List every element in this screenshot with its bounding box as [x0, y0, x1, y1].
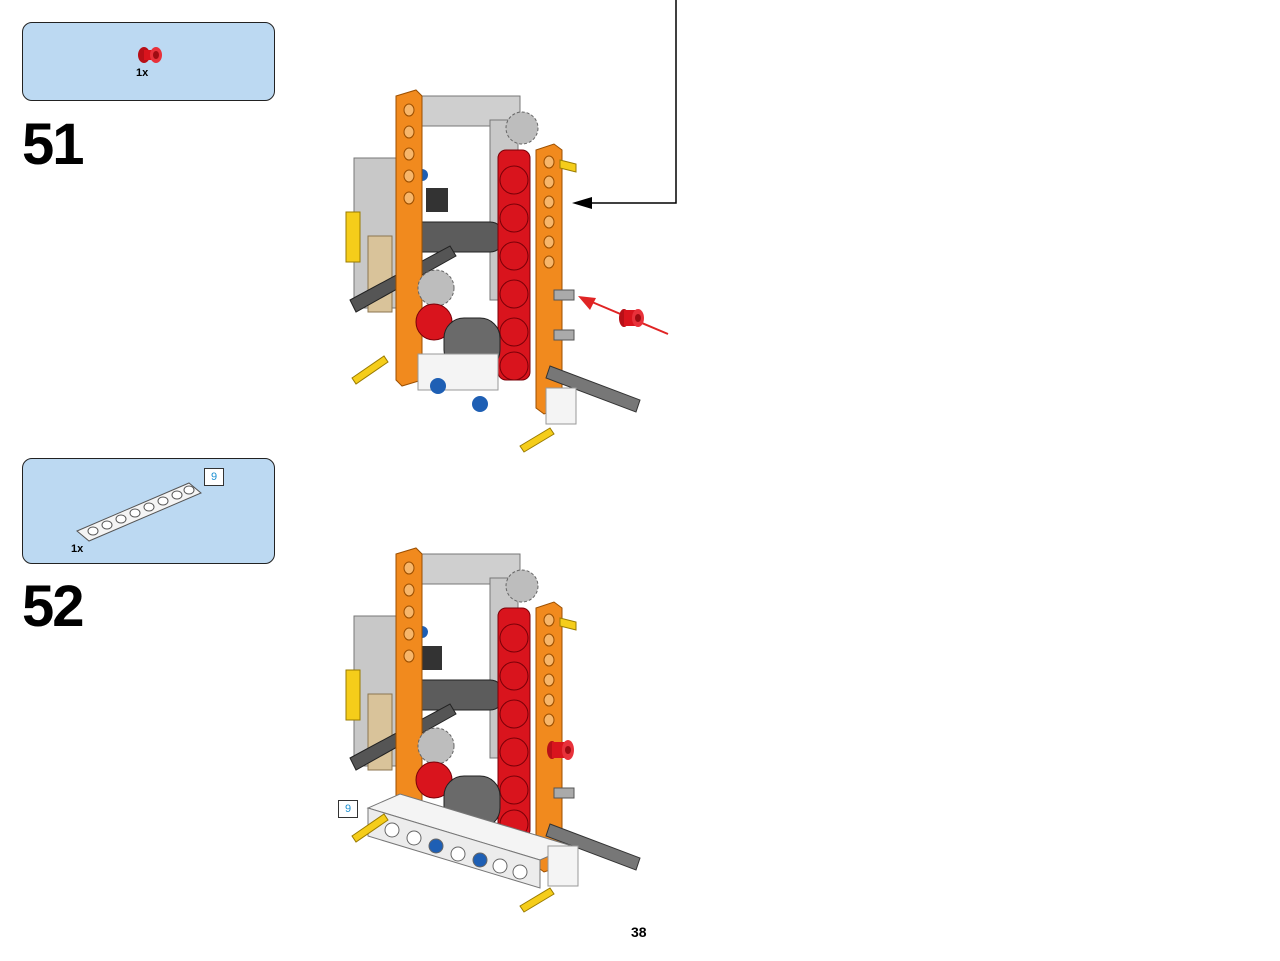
red-bush-new-part	[619, 309, 644, 327]
step-51-model-illustration	[345, 0, 677, 453]
red-bush-installed	[547, 740, 574, 760]
white-connector-right	[545, 387, 577, 425]
gray-axle-long	[545, 823, 641, 871]
gray-gear-middle	[417, 727, 455, 765]
yellow-plate	[345, 669, 361, 721]
gray-axle-long	[545, 365, 641, 413]
yellow-pin-bottom	[519, 427, 555, 453]
gray-axle-right-1	[553, 289, 575, 301]
gray-gear-top	[505, 111, 539, 145]
blue-pin-bottom-1	[430, 378, 446, 394]
yellow-plate	[345, 211, 361, 263]
white-liftarm-bottom	[417, 353, 499, 391]
step-51-leader-line	[586, 0, 677, 204]
step-52-model-illustration	[345, 547, 641, 913]
white-connector-right	[547, 845, 579, 887]
yellow-pin-left	[351, 355, 389, 385]
insert-arrowhead	[578, 296, 596, 310]
step-51-leader-arrowhead	[572, 197, 592, 209]
gray-axle-right	[553, 787, 575, 799]
black-bush	[426, 188, 448, 212]
red-gear-column	[497, 607, 531, 839]
step-51-part-quantity: 1x	[136, 67, 149, 79]
orange-upright-left-holes	[403, 103, 415, 205]
step-52-part-quantity: 1x	[71, 543, 84, 555]
model-length-badge: 9	[338, 800, 358, 818]
yellow-pin-top	[559, 159, 577, 173]
red-gear-column	[497, 149, 531, 381]
orange-upright-right-holes	[543, 155, 555, 269]
step-52-part-length-badge: 9	[204, 468, 224, 486]
step-52-parts-callout: 9 1x	[22, 458, 275, 564]
yellow-pin-left	[351, 813, 389, 843]
step-51-number: 51	[22, 112, 84, 177]
orange-upright-right-holes	[543, 613, 555, 727]
gray-axle-right-2	[553, 329, 575, 341]
white-liftarm-icon	[76, 482, 202, 542]
page-number: 38	[631, 924, 647, 940]
step-51-parts-callout: 1x	[22, 22, 275, 101]
yellow-pin-bottom	[519, 887, 555, 913]
black-bush	[420, 646, 442, 670]
orange-upright-left-holes	[403, 561, 415, 663]
white-liftarm-new-holes	[384, 822, 528, 880]
step-52-number: 52	[22, 574, 84, 639]
red-bush-icon	[138, 47, 162, 63]
gray-gear-top	[505, 569, 539, 603]
gray-gear-middle	[417, 269, 455, 307]
yellow-pin-top	[559, 617, 577, 631]
blue-pin-bottom-2	[472, 396, 488, 412]
